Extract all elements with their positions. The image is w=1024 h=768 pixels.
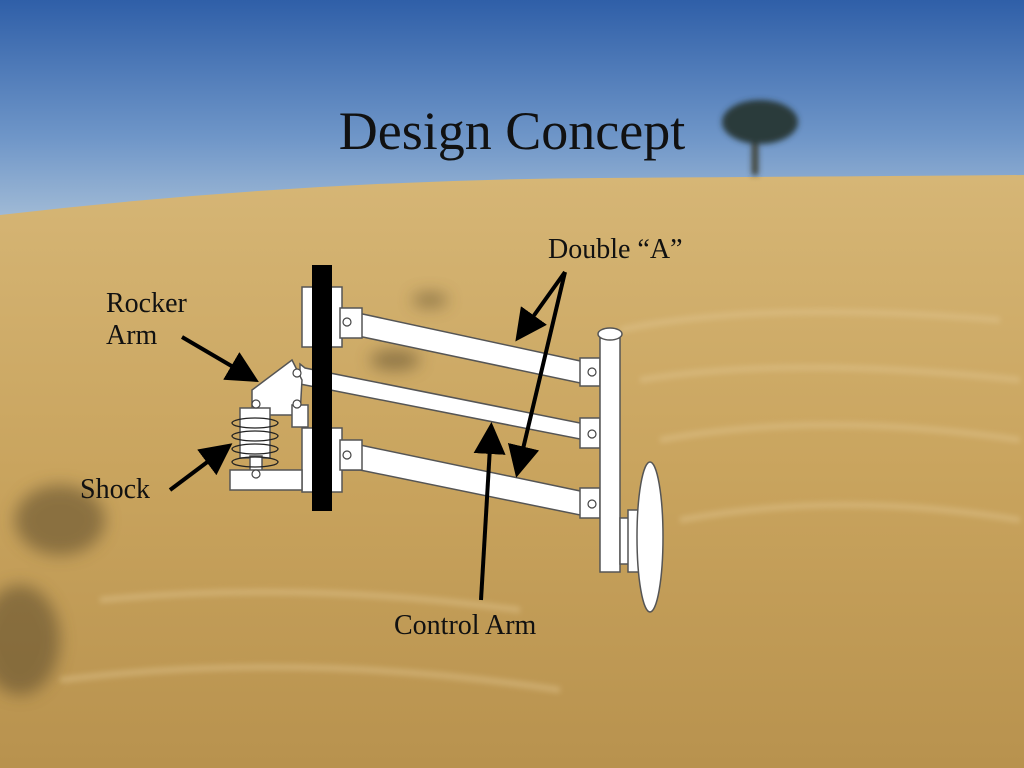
control-arm-label: Control Arm	[394, 610, 537, 641]
shock-arrow	[168, 443, 233, 492]
tree	[722, 100, 798, 175]
rocker-arm-label: Rocker Arm	[106, 288, 187, 351]
shock-lower-bracket	[229, 469, 303, 491]
footprints	[0, 293, 448, 695]
double-a-label: Double “A”	[548, 234, 683, 265]
sand-ripples	[59, 309, 1021, 693]
lower-a-arm	[342, 444, 586, 517]
control-arm-arrow	[473, 422, 506, 601]
rocker-arm-arrow	[180, 335, 259, 383]
shock-label: Shock	[80, 474, 150, 505]
rocker-mount	[291, 404, 309, 428]
double-a-arrow-upper	[515, 270, 567, 342]
shock-body	[239, 407, 271, 459]
rocker-arm	[251, 358, 303, 416]
frame-rail	[312, 265, 332, 511]
slide-title: Design Concept	[338, 101, 686, 161]
pivot-pins	[251, 317, 597, 509]
upright-cap	[597, 327, 623, 341]
callout-arrows	[168, 270, 567, 601]
double-a-arrow-lower	[507, 271, 567, 478]
wheel	[636, 461, 664, 613]
wheel-upright	[599, 337, 621, 573]
